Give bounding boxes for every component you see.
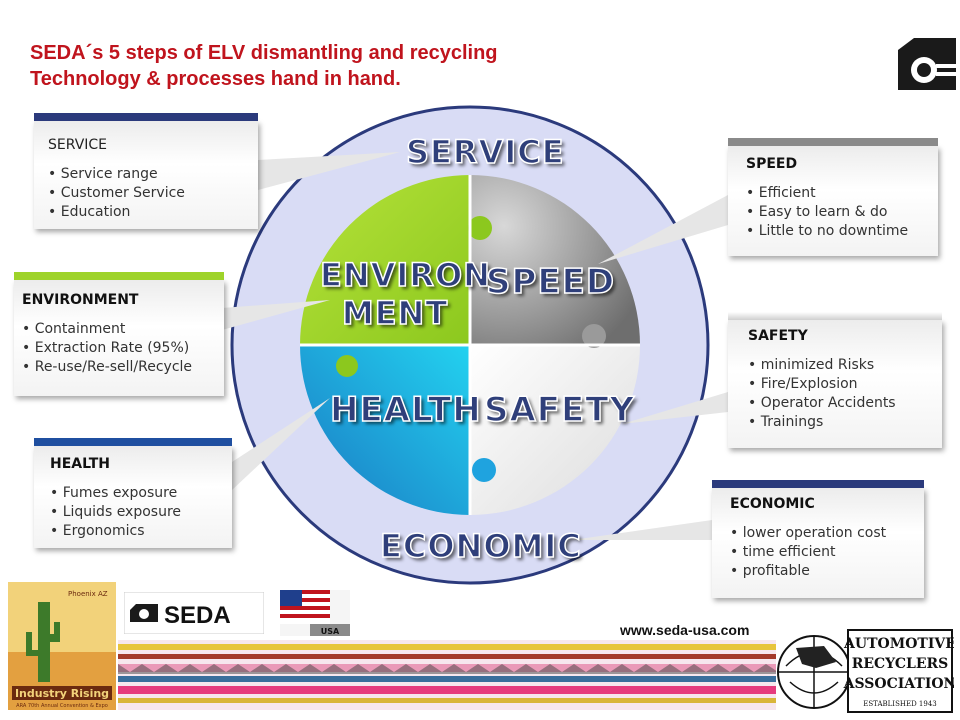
callout-pointer-service: [258, 152, 400, 190]
usa-flag-icon: USA: [280, 590, 350, 636]
card-economic-bar: [712, 480, 924, 488]
card-health-bar: [34, 438, 232, 446]
callout-pointer-health: [232, 398, 330, 490]
website-url[interactable]: www.seda-usa.com: [620, 622, 750, 638]
event-small-text: Phoenix AZ: [68, 590, 108, 598]
health-piece: [300, 345, 470, 515]
list-item: Re-use/Re-sell/Recycle: [22, 358, 224, 377]
environment-piece: [300, 175, 470, 345]
speed-piece: [470, 175, 640, 345]
card-environment-list: Containment Extraction Rate (95%) Re-use…: [22, 320, 224, 377]
puzzle-knob: [468, 216, 492, 240]
quadrant-label-safety: SAFETY: [483, 389, 636, 431]
page-title: SEDA´s 5 steps of ELV dismantling and re…: [30, 40, 630, 92]
card-environment-heading: ENVIRONMENT: [22, 292, 139, 308]
event-logo-text: Industry Rising: [15, 687, 109, 700]
ara-line-3: ASSOCIATION: [843, 676, 954, 692]
list-item: Liquids exposure: [50, 503, 232, 522]
usa-label: USA: [321, 627, 340, 636]
card-service-list: Service range Customer Service Education: [48, 165, 258, 222]
card-economic-list: lower operation cost time efficient prof…: [730, 524, 924, 581]
card-safety: SAFETY minimized Risks Fire/Explosion Op…: [728, 312, 942, 448]
card-speed-bar: [728, 138, 938, 146]
list-item: Education: [48, 203, 258, 222]
callout-pointer-environment: [222, 300, 330, 330]
card-safety-list: minimized Risks Fire/Explosion Operator …: [748, 356, 942, 432]
seda-corner-icon: [898, 38, 956, 90]
card-service-heading: SERVICE: [48, 137, 108, 153]
industry-rising-logo: Phoenix AZ Industry Rising ARA 70th Annu…: [8, 582, 116, 710]
list-item: Fire/Explosion: [748, 375, 942, 394]
event-sub-text: ARA 70th Annual Convention & Expo: [16, 703, 108, 709]
quadrant-label-environment-line-2: MENT: [341, 293, 449, 333]
title-line-1: SEDA´s 5 steps of ELV dismantling and re…: [30, 42, 498, 64]
card-safety-bar: [728, 312, 942, 320]
card-economic-heading: ECONOMIC: [730, 496, 815, 512]
list-item: time efficient: [730, 543, 924, 562]
card-service: SERVICE Service range Customer Service E…: [34, 113, 258, 229]
list-item: Containment: [22, 320, 224, 339]
ara-line-2: RECYCLERS: [852, 656, 949, 672]
puzzle-knob: [582, 324, 606, 348]
decorative-stripe-band: [118, 640, 778, 710]
ara-established: ESTABLISHED 1943: [863, 700, 936, 708]
list-item: Fumes exposure: [50, 484, 232, 503]
callout-pointer-economic: [572, 520, 712, 540]
list-item: Extraction Rate (95%): [22, 339, 224, 358]
card-speed-heading: SPEED: [746, 156, 798, 172]
quadrant-label-health: HEALTH: [329, 389, 482, 431]
safety-piece: [470, 345, 640, 515]
card-speed: SPEED Efficient Easy to learn & do Littl…: [728, 138, 938, 256]
puzzle-knob: [472, 458, 496, 482]
card-health: HEALTH Fumes exposure Liquids exposure E…: [34, 438, 232, 548]
quadrant-label-environment-line-1: ENVIRON: [319, 255, 491, 295]
card-service-bar: [34, 113, 258, 121]
list-item: lower operation cost: [730, 524, 924, 543]
card-health-list: Fumes exposure Liquids exposure Ergonomi…: [50, 484, 232, 541]
list-item: Operator Accidents: [748, 394, 942, 413]
card-environment: ENVIRONMENT Containment Extraction Rate …: [14, 272, 224, 396]
list-item: minimized Risks: [748, 356, 942, 375]
seda-logo-text: SEDA: [164, 602, 231, 629]
card-speed-list: Efficient Easy to learn & do Little to n…: [746, 184, 938, 241]
ring-label-service: SERVICE: [405, 132, 565, 172]
card-economic: ECONOMIC lower operation cost time effic…: [712, 480, 924, 598]
ara-logo: AUTOMOTIVE RECYCLERS ASSOCIATION ESTABLI…: [776, 628, 954, 714]
seda-logo: SEDA: [124, 592, 264, 634]
card-health-heading: HEALTH: [50, 456, 110, 472]
puzzle-knob: [336, 355, 358, 377]
list-item: Easy to learn & do: [746, 203, 938, 222]
list-item: Customer Service: [48, 184, 258, 203]
list-item: Efficient: [746, 184, 938, 203]
list-item: Little to no downtime: [746, 222, 938, 241]
ara-line-1: AUTOMOTIVE: [843, 636, 954, 652]
card-safety-heading: SAFETY: [748, 328, 808, 344]
list-item: Ergonomics: [50, 522, 232, 541]
ring-label-economic: ECONOMIC: [379, 526, 582, 566]
quadrant-label-environment: ENVIRON MENT: [319, 255, 491, 333]
list-item: Service range: [48, 165, 258, 184]
list-item: Trainings: [748, 413, 942, 432]
list-item: profitable: [730, 562, 924, 581]
title-line-2: Technology & processes hand in hand.: [30, 68, 401, 90]
quadrant-label-speed: SPEED: [485, 261, 616, 303]
callout-pointer-safety: [622, 392, 728, 424]
callout-pointer-speed: [598, 195, 728, 264]
card-environment-bar: [14, 272, 224, 280]
